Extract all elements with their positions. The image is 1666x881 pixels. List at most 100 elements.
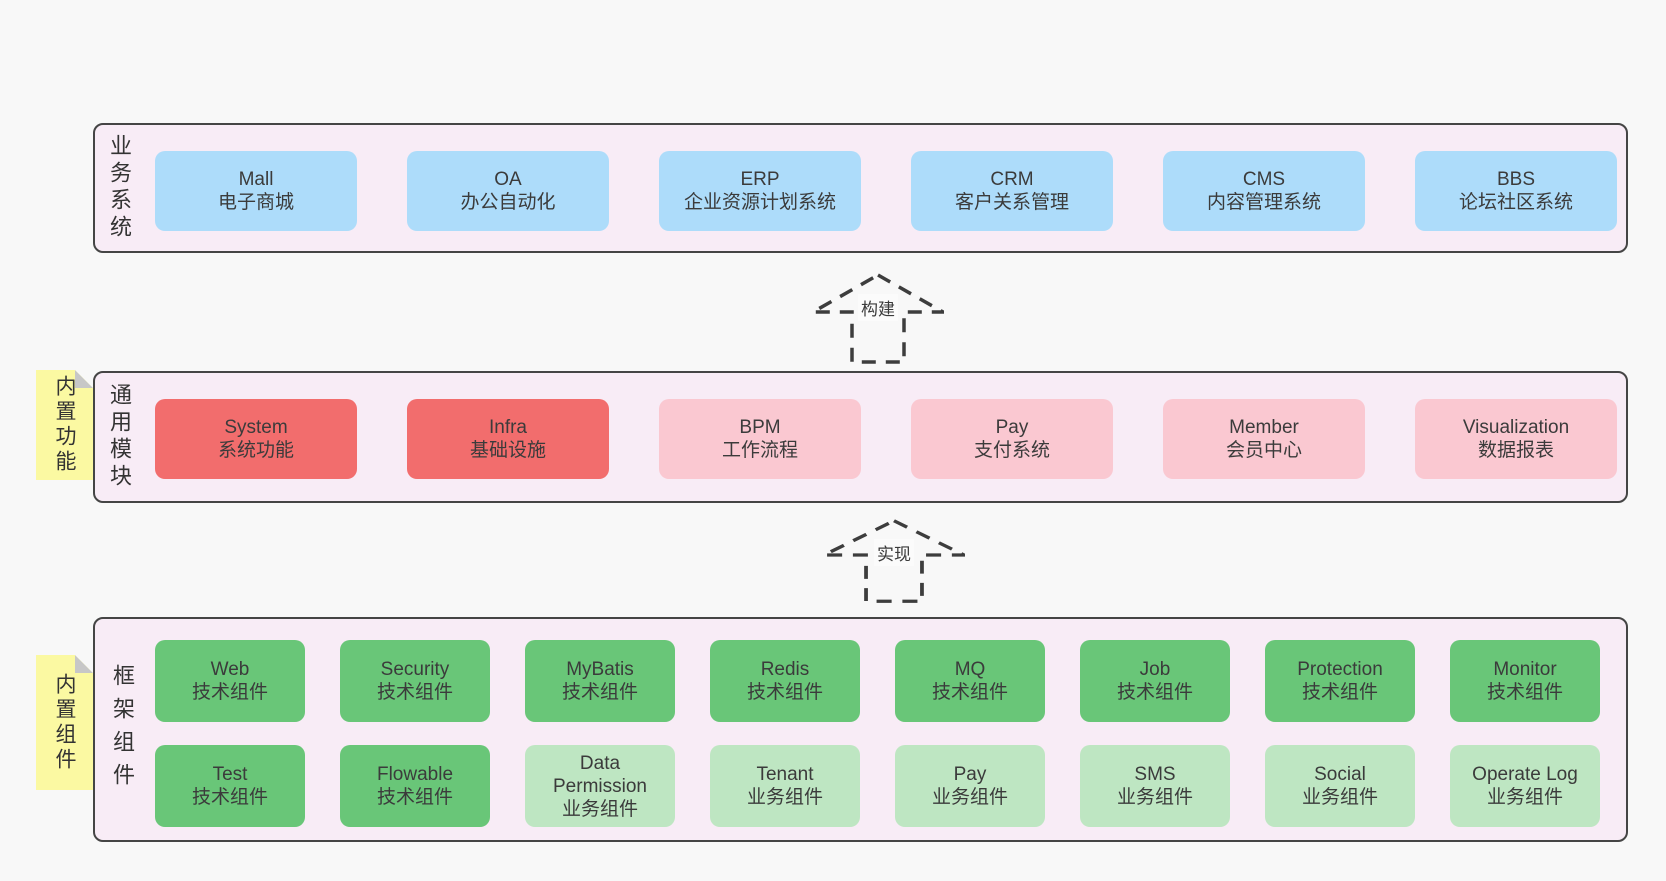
panel-modules-label: 通用模块 [107, 383, 132, 491]
box-cms-name: CMS [1242, 169, 1286, 190]
box-test: Test 技术组件 [155, 745, 305, 827]
box-member: Member 会员中心 [1163, 399, 1365, 479]
box-protection-name: Protection [1297, 659, 1383, 680]
box-web-name: Web [210, 659, 250, 680]
box-mq-name: MQ [954, 659, 986, 680]
box-mall-name: Mall [238, 169, 274, 190]
box-web: Web 技术组件 [155, 640, 305, 722]
box-oa-desc: 办公自动化 [460, 192, 556, 213]
box-flowable: Flowable 技术组件 [340, 745, 490, 827]
box-visualization: Visualization 数据报表 [1415, 399, 1617, 479]
components-row-2: Test 技术组件 Flowable 技术组件 Data Permission … [155, 745, 1600, 827]
modules-box-row: System 系统功能 Infra 基础设施 BPM 工作流程 Pay 支付系统… [155, 399, 1617, 479]
box-crm: CRM 客户关系管理 [911, 151, 1113, 231]
box-protection-desc: 技术组件 [1301, 682, 1378, 703]
box-member-desc: 会员中心 [1225, 440, 1302, 461]
box-redis-desc: 技术组件 [746, 682, 823, 703]
box-tenant-desc: 业务组件 [746, 787, 823, 808]
box-bbs-name: BBS [1496, 169, 1536, 190]
components-row-1: Web 技术组件 Security 技术组件 MyBatis 技术组件 Redi… [155, 640, 1600, 722]
box-bpm-desc: 工作流程 [721, 440, 798, 461]
box-operate-log-desc: 业务组件 [1486, 787, 1563, 808]
box-job: Job 技术组件 [1080, 640, 1230, 722]
note-builtin-components: 内置组件 [36, 655, 93, 790]
box-mybatis-name: MyBatis [566, 659, 634, 680]
box-pay-component: Pay 业务组件 [895, 745, 1045, 827]
box-flowable-name: Flowable [376, 764, 454, 785]
implement-arrow: 实现 [823, 518, 965, 604]
box-infra-name: Infra [488, 417, 528, 438]
box-redis: Redis 技术组件 [710, 640, 860, 722]
box-oa: OA 办公自动化 [407, 151, 609, 231]
box-operate-log-name: Operate Log [1472, 764, 1578, 785]
box-security-name: Security [380, 659, 450, 680]
box-pay-module-desc: 支付系统 [973, 440, 1050, 461]
box-data-permission: Data Permission 业务组件 [525, 745, 675, 827]
box-erp: ERP 企业资源计划系统 [659, 151, 861, 231]
box-social: Social 业务组件 [1265, 745, 1415, 827]
box-security: Security 技术组件 [340, 640, 490, 722]
box-sms: SMS 业务组件 [1080, 745, 1230, 827]
box-tenant-name: Tenant [756, 764, 814, 785]
box-test-name: Test [212, 764, 248, 785]
box-infra-desc: 基础设施 [469, 440, 546, 461]
box-cms: CMS 内容管理系统 [1163, 151, 1365, 231]
box-infra: Infra 基础设施 [407, 399, 609, 479]
business-box-row: Mall 电子商城 OA 办公自动化 ERP 企业资源计划系统 CRM 客户关系… [155, 151, 1617, 231]
implement-arrow-label: 实现 [874, 538, 914, 566]
box-sms-name: SMS [1134, 764, 1176, 785]
box-monitor-name: Monitor [1493, 659, 1557, 680]
box-visualization-desc: 数据报表 [1477, 440, 1554, 461]
box-test-desc: 技术组件 [191, 787, 268, 808]
box-pay-component-desc: 业务组件 [931, 787, 1008, 808]
box-system-desc: 系统功能 [217, 440, 294, 461]
box-data-permission-desc: 业务组件 [561, 798, 638, 820]
box-system: System 系统功能 [155, 399, 357, 479]
box-social-desc: 业务组件 [1301, 787, 1378, 808]
box-mybatis: MyBatis 技术组件 [525, 640, 675, 722]
box-job-name: Job [1139, 659, 1171, 680]
box-security-desc: 技术组件 [376, 682, 453, 703]
box-bbs-desc: 论坛社区系统 [1458, 192, 1573, 213]
note-builtin-functions-label: 内置功能 [53, 375, 76, 475]
box-protection: Protection 技术组件 [1265, 640, 1415, 722]
box-pay-module-name: Pay [995, 417, 1029, 438]
box-monitor-desc: 技术组件 [1486, 682, 1563, 703]
box-pay-module: Pay 支付系统 [911, 399, 1113, 479]
box-monitor: Monitor 技术组件 [1450, 640, 1600, 722]
box-crm-name: CRM [990, 169, 1034, 190]
box-operate-log: Operate Log 业务组件 [1450, 745, 1600, 827]
note-builtin-components-label: 内置组件 [53, 672, 76, 773]
box-redis-name: Redis [760, 659, 810, 680]
box-crm-desc: 客户关系管理 [954, 192, 1069, 213]
box-member-name: Member [1229, 417, 1299, 438]
build-arrow: 构建 [812, 272, 944, 365]
note-builtin-functions: 内置功能 [36, 370, 93, 480]
box-web-desc: 技术组件 [191, 682, 268, 703]
box-flowable-desc: 技术组件 [376, 787, 453, 808]
panel-business-label: 业务系统 [107, 134, 132, 242]
box-sms-desc: 业务组件 [1116, 787, 1193, 808]
box-erp-name: ERP [740, 169, 780, 190]
box-social-name: Social [1314, 764, 1366, 785]
build-arrow-label: 构建 [858, 294, 898, 322]
box-mq-desc: 技术组件 [931, 682, 1008, 703]
up-arrow-icon [823, 518, 965, 603]
box-pay-component-name: Pay [953, 764, 987, 785]
box-tenant: Tenant 业务组件 [710, 745, 860, 827]
box-job-desc: 技术组件 [1116, 682, 1193, 703]
panel-business-systems: 业务系统 Mall 电子商城 OA 办公自动化 ERP 企业资源计划系统 CRM… [93, 123, 1628, 253]
box-cms-desc: 内容管理系统 [1206, 192, 1321, 213]
box-oa-name: OA [494, 169, 522, 190]
box-bpm: BPM 工作流程 [659, 399, 861, 479]
folded-corner-icon [75, 655, 93, 673]
up-arrow-icon [812, 272, 944, 364]
box-bpm-name: BPM [739, 417, 781, 438]
box-mall: Mall 电子商城 [155, 151, 357, 231]
box-mybatis-desc: 技术组件 [561, 682, 638, 703]
panel-common-modules: 通用模块 System 系统功能 Infra 基础设施 BPM 工作流程 Pay… [93, 371, 1628, 503]
panel-components-label: 框架组件 [110, 663, 135, 796]
box-mall-desc: 电子商城 [217, 192, 294, 213]
box-data-permission-name: Data Permission [553, 752, 647, 797]
